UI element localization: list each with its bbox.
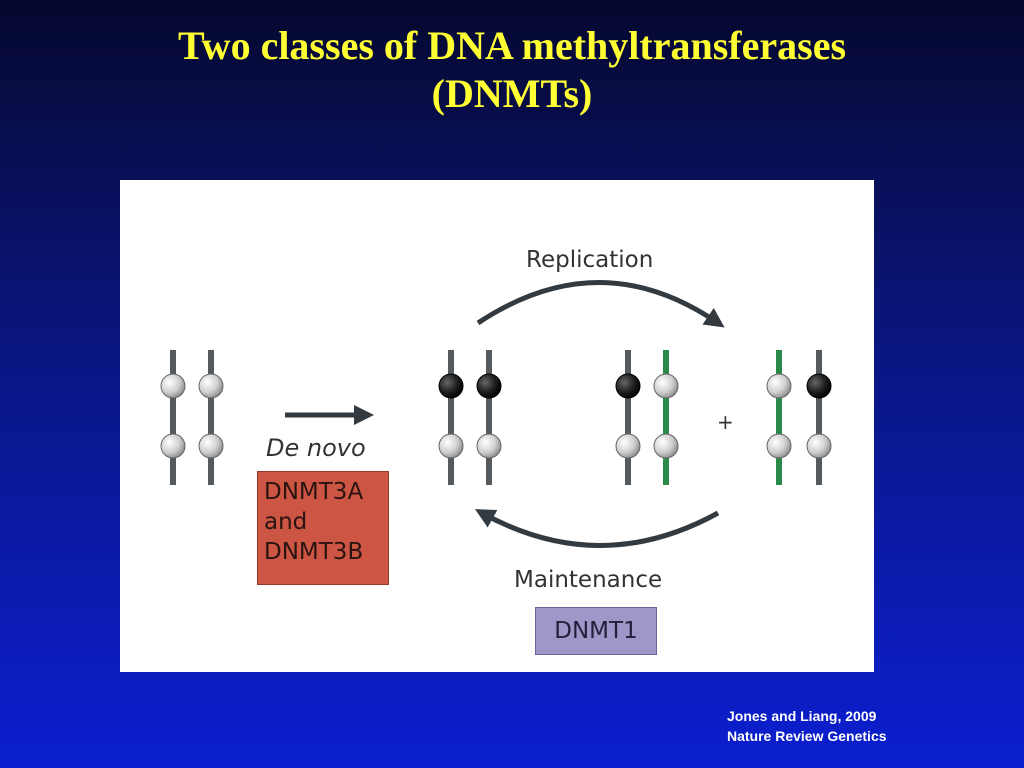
unmethylated-cpg — [653, 433, 679, 459]
title-line-2: (DNMTs) — [431, 71, 593, 116]
slide-title: Two classes of DNA methyltransferases (D… — [60, 22, 964, 118]
citation-authors: Jones and Liang, 2009 — [727, 708, 877, 724]
replication-arrow — [476, 280, 725, 328]
unmethylated-cpg — [615, 433, 641, 459]
unmethylated-cpg — [766, 373, 792, 399]
citation: Jones and Liang, 2009 Nature Review Gene… — [727, 706, 887, 746]
unmethylated-cpg — [476, 433, 502, 459]
denovo-label: De novo — [266, 434, 366, 462]
dna-hemimethylated-1 — [615, 350, 679, 485]
methylated-cpg — [806, 373, 832, 399]
methylated-cpg — [615, 373, 641, 399]
unmethylated-cpg — [160, 433, 186, 459]
plus-sign: + — [717, 410, 734, 434]
methylated-cpg — [476, 373, 502, 399]
unmethylated-cpg — [766, 433, 792, 459]
dna-methylated — [438, 350, 502, 485]
dna-unmethylated — [160, 350, 224, 485]
unmethylated-cpg — [806, 433, 832, 459]
title-line-1: Two classes of DNA methyltransferases — [177, 23, 847, 68]
dnmt-figure: Replication De novo Maintenance + DNMT3A… — [120, 180, 874, 672]
citation-journal: Nature Review Genetics — [727, 728, 887, 744]
dna-hemimethylated-2 — [766, 350, 832, 485]
unmethylated-cpg — [160, 373, 186, 399]
maintenance-enzyme-box: DNMT1 — [535, 607, 657, 655]
unmethylated-cpg — [438, 433, 464, 459]
unmethylated-cpg — [653, 373, 679, 399]
enzyme-label-dnmt3b: DNMT3B — [264, 539, 364, 565]
maintenance-arrow — [474, 509, 720, 548]
denovo-enzyme-box: DNMT3A and DNMT3B — [257, 471, 389, 585]
methylated-cpg — [438, 373, 464, 399]
enzyme-label-and: and — [264, 509, 308, 535]
unmethylated-cpg — [198, 373, 224, 399]
maintenance-label: Maintenance — [514, 567, 663, 593]
enzyme-label-dnmt3a: DNMT3A — [264, 479, 364, 505]
figure-graphics — [160, 280, 832, 548]
unmethylated-cpg — [198, 433, 224, 459]
replication-label: Replication — [526, 247, 654, 273]
